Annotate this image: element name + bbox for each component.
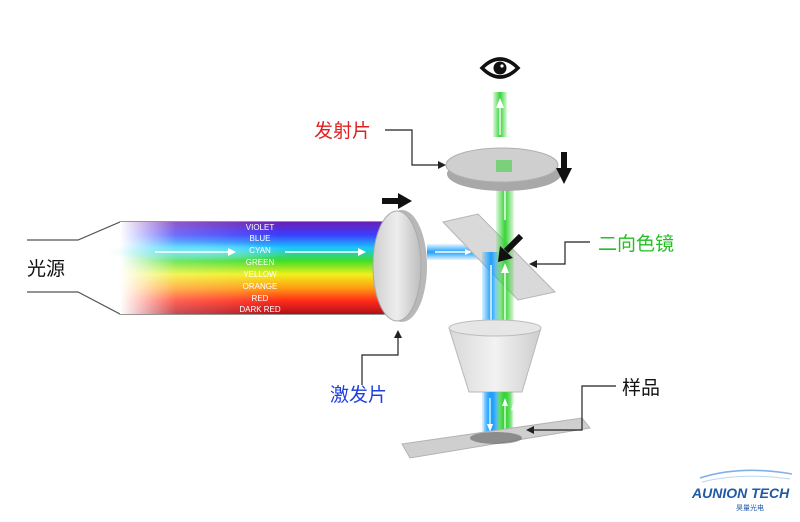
spectrum-label-green: GREEN <box>246 258 275 267</box>
label-light-source: 光源 <box>27 258 65 280</box>
spectrum-label-dark-red: DARK RED <box>239 305 281 314</box>
spectrum-band: VIOLET BLUE CYAN GREEN YELLOW ORANGE RED… <box>105 222 400 314</box>
spectrum-label-blue: BLUE <box>250 234 271 243</box>
leader-emission-filter <box>385 129 438 166</box>
leader-excitation-filter <box>361 338 399 385</box>
spectrum-label-yellow: YELLOW <box>243 270 277 279</box>
arrow-down-icon <box>556 152 572 184</box>
arrow-right-icon <box>382 193 412 209</box>
spectrum-label-violet: VIOLET <box>246 223 275 232</box>
leader-sample <box>534 385 616 431</box>
label-dichroic-mirror: 二向色镜 <box>598 233 674 255</box>
leader-dichroic-mirror <box>537 241 590 265</box>
sample-slide <box>401 417 591 459</box>
brand-name: AUNION TECH <box>691 485 790 501</box>
excitation-filter-lens <box>372 210 427 322</box>
eye-icon <box>479 57 521 79</box>
spectrum-label-cyan: CYAN <box>249 246 271 255</box>
label-excitation-filter: 激发片 <box>330 384 387 406</box>
spectrum-label-red: RED <box>252 294 269 303</box>
label-sample: 样品 <box>622 377 660 399</box>
brand-subtitle: 昊量光电 <box>736 503 764 512</box>
brand-logo: AUNION TECH 昊量光电 <box>691 469 793 512</box>
label-emission-filter: 发射片 <box>314 120 371 142</box>
arrow-diagonal-icon <box>498 233 524 262</box>
spectrum-label-orange: ORANGE <box>243 282 278 291</box>
objective-lens <box>448 319 542 393</box>
